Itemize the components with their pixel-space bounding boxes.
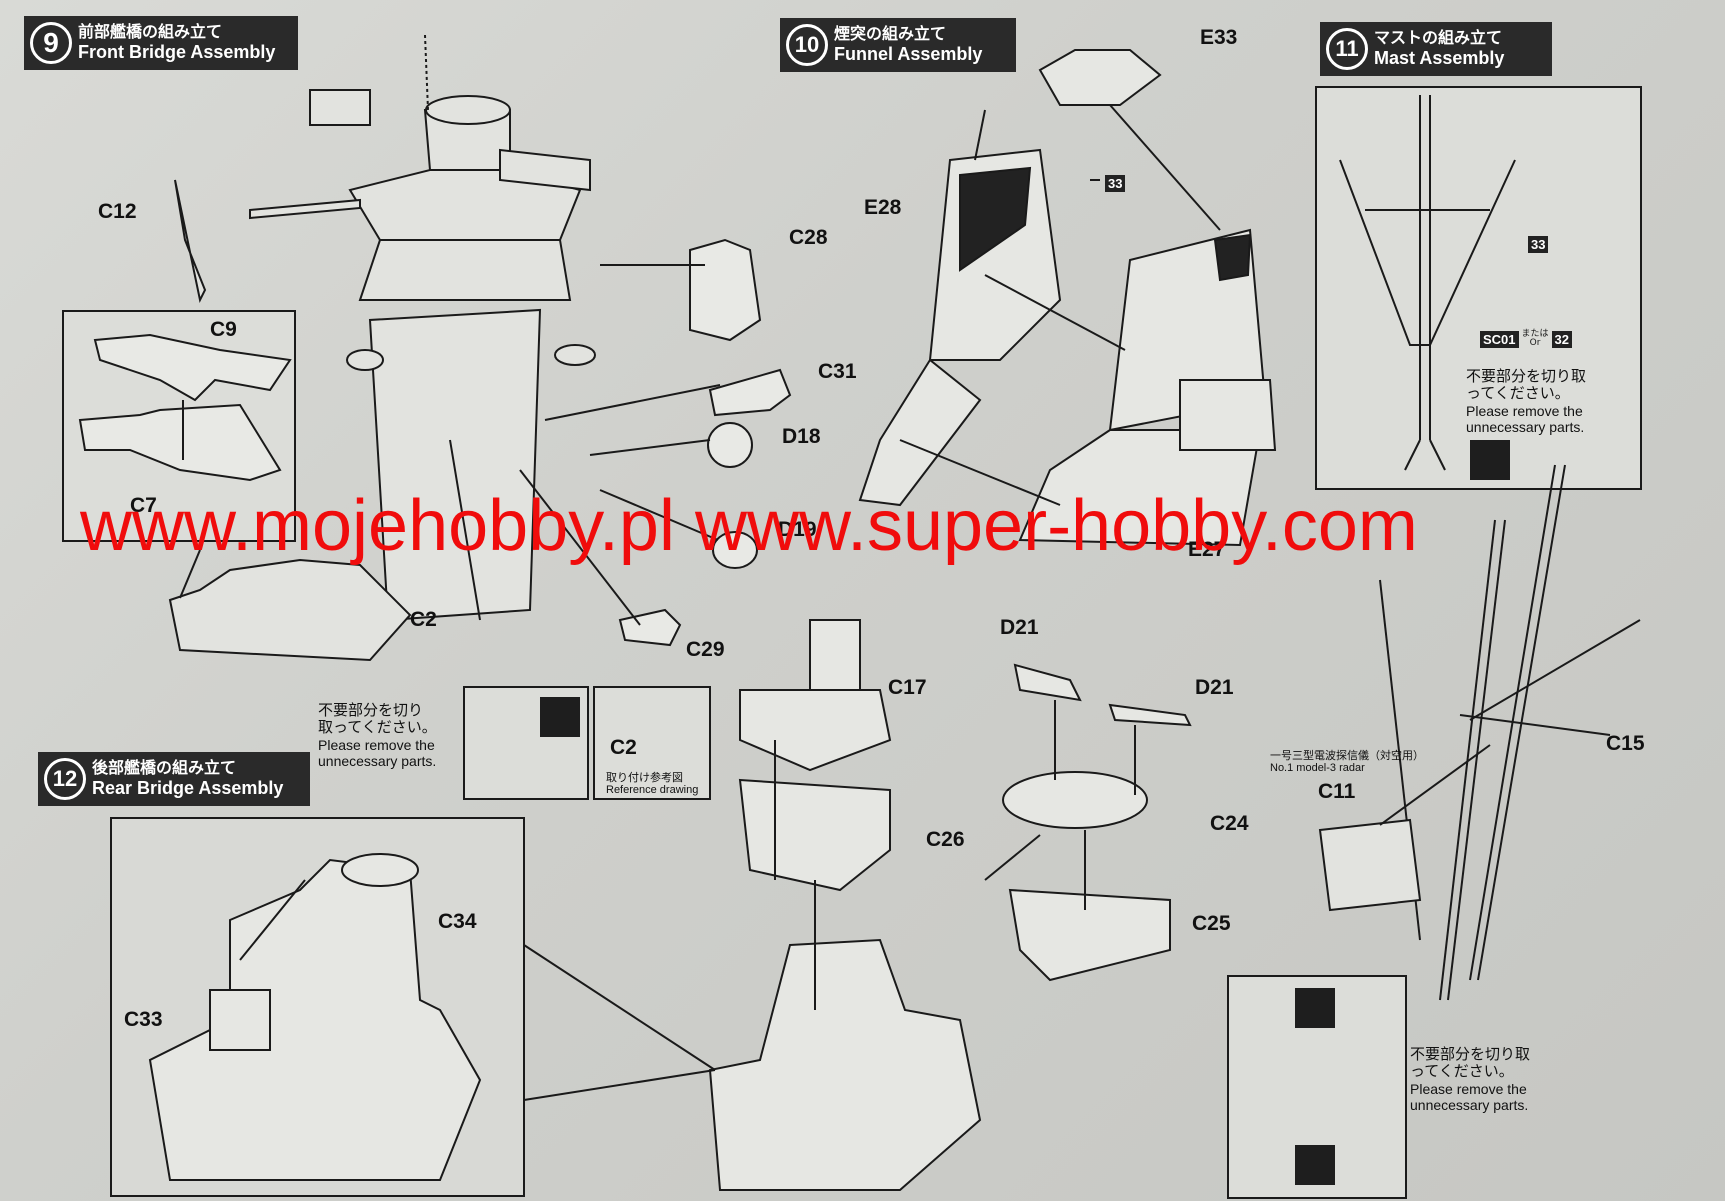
part-label-e27: E27 xyxy=(1188,538,1226,561)
step-12-title-jp: 後部艦橋の組み立て xyxy=(92,758,237,778)
part-label-d21-right: D21 xyxy=(1195,676,1234,699)
part-label-c29: C29 xyxy=(686,638,725,661)
part-label-c9: C9 xyxy=(210,318,237,341)
part-label-c34: C34 xyxy=(438,910,477,933)
note-remove-parts-step9: 不要部分を切り 取ってください。 Please remove the unnec… xyxy=(318,701,437,769)
part-label-d21-left: D21 xyxy=(1000,616,1039,639)
step-12-header: 12 後部艦橋の組み立て Rear Bridge Assembly xyxy=(38,752,310,806)
paint-badge-33-funnel: 33 xyxy=(1105,175,1126,192)
part-label-c17: C17 xyxy=(888,676,927,699)
part-label-c24: C24 xyxy=(1210,812,1249,835)
cut-icon-c11-bottom xyxy=(1295,1145,1335,1185)
cut-icon-mast xyxy=(1470,440,1510,480)
part-label-c2-reference: C2 xyxy=(610,736,637,759)
part-label-e28: E28 xyxy=(864,196,902,219)
step-10-title-jp: 煙突の組み立て xyxy=(834,24,947,44)
step-9-number: 9 xyxy=(30,22,72,64)
note-remove-parts-mast: 不要部分を切り取 ってください。 Please remove the unnec… xyxy=(1466,367,1587,435)
rear-bridge-drawing xyxy=(148,853,482,1181)
step-11-title-jp: マストの組み立て xyxy=(1374,28,1503,48)
step-11-header: 11 マストの組み立て Mast Assembly xyxy=(1320,22,1552,76)
paint-reference-sc01-32: SC01 または Or 32 xyxy=(1480,329,1573,348)
paint-badge-32: 32 xyxy=(1551,330,1573,348)
or-label: または Or xyxy=(1521,329,1549,348)
part-label-e33: E33 xyxy=(1200,26,1238,49)
step-10-title-en: Funnel Assembly xyxy=(834,43,983,64)
part-label-c28: C28 xyxy=(789,226,828,249)
inset-box-mast xyxy=(1315,86,1642,490)
step-11-number: 11 xyxy=(1326,28,1368,70)
part-label-d19: D19 xyxy=(778,518,817,541)
part-label-c25: C25 xyxy=(1192,912,1231,935)
step-9-title-jp: 前部艦橋の組み立て xyxy=(78,22,223,42)
paint-badge-sc01: SC01 xyxy=(1480,330,1519,348)
part-label-c26: C26 xyxy=(926,828,965,851)
part-label-c7: C7 xyxy=(130,494,157,517)
paint-badge-33-mast: 33 xyxy=(1528,236,1549,253)
funnel-drawing xyxy=(858,49,1277,547)
step-10-header: 10 煙突の組み立て Funnel Assembly xyxy=(780,18,1016,72)
note-radar: 一号三型電波探信儀（対空用） No.1 model-3 radar xyxy=(1270,749,1424,775)
part-label-c11: C11 xyxy=(1318,780,1356,803)
step-9-header: 9 前部艦橋の組み立て Front Bridge Assembly xyxy=(24,16,298,70)
part-label-c2-main: C2 xyxy=(410,608,437,631)
step-9-title-en: Front Bridge Assembly xyxy=(78,41,276,62)
step-12-number: 12 xyxy=(44,758,86,800)
part-label-c12: C12 xyxy=(98,200,137,223)
step-12-title-en: Rear Bridge Assembly xyxy=(92,777,284,798)
part-label-c15: C15 xyxy=(1606,732,1645,755)
note-reference-drawing: 取り付け参考図 Reference drawing xyxy=(606,771,699,797)
mast-drawing xyxy=(1339,95,1516,471)
step-11-title-en: Mast Assembly xyxy=(1374,47,1505,68)
cut-icon-step9 xyxy=(540,697,580,737)
c17-c26-drawing xyxy=(708,619,982,1191)
watermark-text: www.mojehobby.pl www.super-hobby.com xyxy=(80,486,1418,566)
part-label-d18: D18 xyxy=(782,425,821,448)
step-10-number: 10 xyxy=(786,24,828,66)
inset-box-reference xyxy=(593,686,711,800)
part-label-c31: C31 xyxy=(818,360,857,383)
cut-icon-c11-top xyxy=(1295,988,1335,1028)
note-remove-parts-c11: 不要部分を切り取 ってください。 Please remove the unnec… xyxy=(1410,1045,1531,1113)
part-label-c33: C33 xyxy=(124,1008,163,1031)
